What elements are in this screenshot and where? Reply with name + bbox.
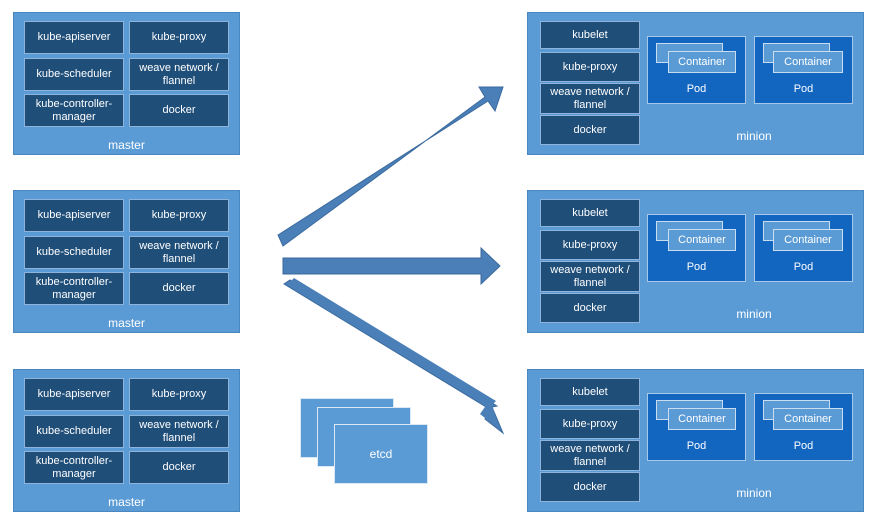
master-3-docker: docker [129,451,229,484]
minion-panel-1: kubelet kube-proxy weave network / flann… [527,12,864,155]
minion-1-pod-2: Container Pod [754,36,853,104]
master-1-label: master [108,138,145,152]
minion-panel-2: kubelet kube-proxy weave network / flann… [527,190,864,333]
minion-2-label: minion [736,307,772,321]
master-3-label: master [108,495,145,509]
master-3-kube-proxy: kube-proxy [129,378,229,411]
pod-label: Pod [686,83,707,95]
container: Container [773,229,843,251]
master-panel-2: kube-apiserver kube-proxy kube-scheduler… [13,190,240,333]
minion-2-weave-network: weave network / flannel [540,261,640,292]
master-2-kube-proxy: kube-proxy [129,199,229,232]
arrow-to-minion-1 [277,86,504,247]
master-1-weave-network: weave network / flannel [129,58,229,91]
master-2-docker: docker [129,272,229,305]
minion-panel-3: kubelet kube-proxy weave network / flann… [527,369,864,512]
minion-1-pod-1: Container Pod [647,36,746,104]
container: Container [773,51,843,73]
pod-label: Pod [793,261,814,273]
master-3-kube-controller-manager: kube-controller-manager [24,451,124,484]
master-2-kube-controller-manager: kube-controller-manager [24,272,124,305]
container: Container [668,229,736,251]
minion-1-label: minion [736,129,772,143]
minion-1-weave-network: weave network / flannel [540,83,640,114]
pod-label: Pod [793,83,814,95]
master-2-weave-network: weave network / flannel [129,236,229,269]
arrow-to-minion-2 [282,246,501,286]
master-2-kube-scheduler: kube-scheduler [24,236,124,269]
master-panel-3: kube-apiserver kube-proxy kube-scheduler… [13,369,240,512]
minion-2-pod-2: Container Pod [754,214,853,282]
pod-label: Pod [686,440,707,452]
minion-3-kube-proxy: kube-proxy [540,409,640,439]
master-1-docker: docker [129,94,229,127]
pod-label: Pod [686,261,707,273]
minion-2-pod-1: Container Pod [647,214,746,282]
etcd-box: etcd [334,424,428,484]
container: Container [668,408,736,430]
minion-1-kube-proxy: kube-proxy [540,52,640,82]
minion-3-pod-1: Container Pod [647,393,746,461]
arrow-to-minion-3-body [289,278,500,430]
container: Container [773,408,843,430]
master-1-kube-apiserver: kube-apiserver [24,21,124,54]
pod-label: Pod [793,440,814,452]
master-1-kube-proxy: kube-proxy [129,21,229,54]
master-1-kube-controller-manager: kube-controller-manager [24,94,124,127]
master-3-kube-apiserver: kube-apiserver [24,378,124,411]
minion-2-kube-proxy: kube-proxy [540,230,640,260]
minion-1-docker: docker [540,115,640,145]
minion-3-pod-2: Container Pod [754,393,853,461]
minion-3-kubelet: kubelet [540,378,640,406]
minion-3-weave-network: weave network / flannel [540,440,640,471]
master-1-kube-scheduler: kube-scheduler [24,58,124,91]
minion-3-docker: docker [540,472,640,502]
master-3-kube-scheduler: kube-scheduler [24,415,124,448]
minion-1-kubelet: kubelet [540,21,640,49]
master-panel-1: kube-apiserver kube-proxy kube-scheduler… [13,12,240,155]
master-2-kube-apiserver: kube-apiserver [24,199,124,232]
minion-2-kubelet: kubelet [540,199,640,227]
minion-3-label: minion [736,486,772,500]
container: Container [668,51,736,73]
master-2-label: master [108,316,145,330]
master-3-weave-network: weave network / flannel [129,415,229,448]
minion-2-docker: docker [540,293,640,323]
